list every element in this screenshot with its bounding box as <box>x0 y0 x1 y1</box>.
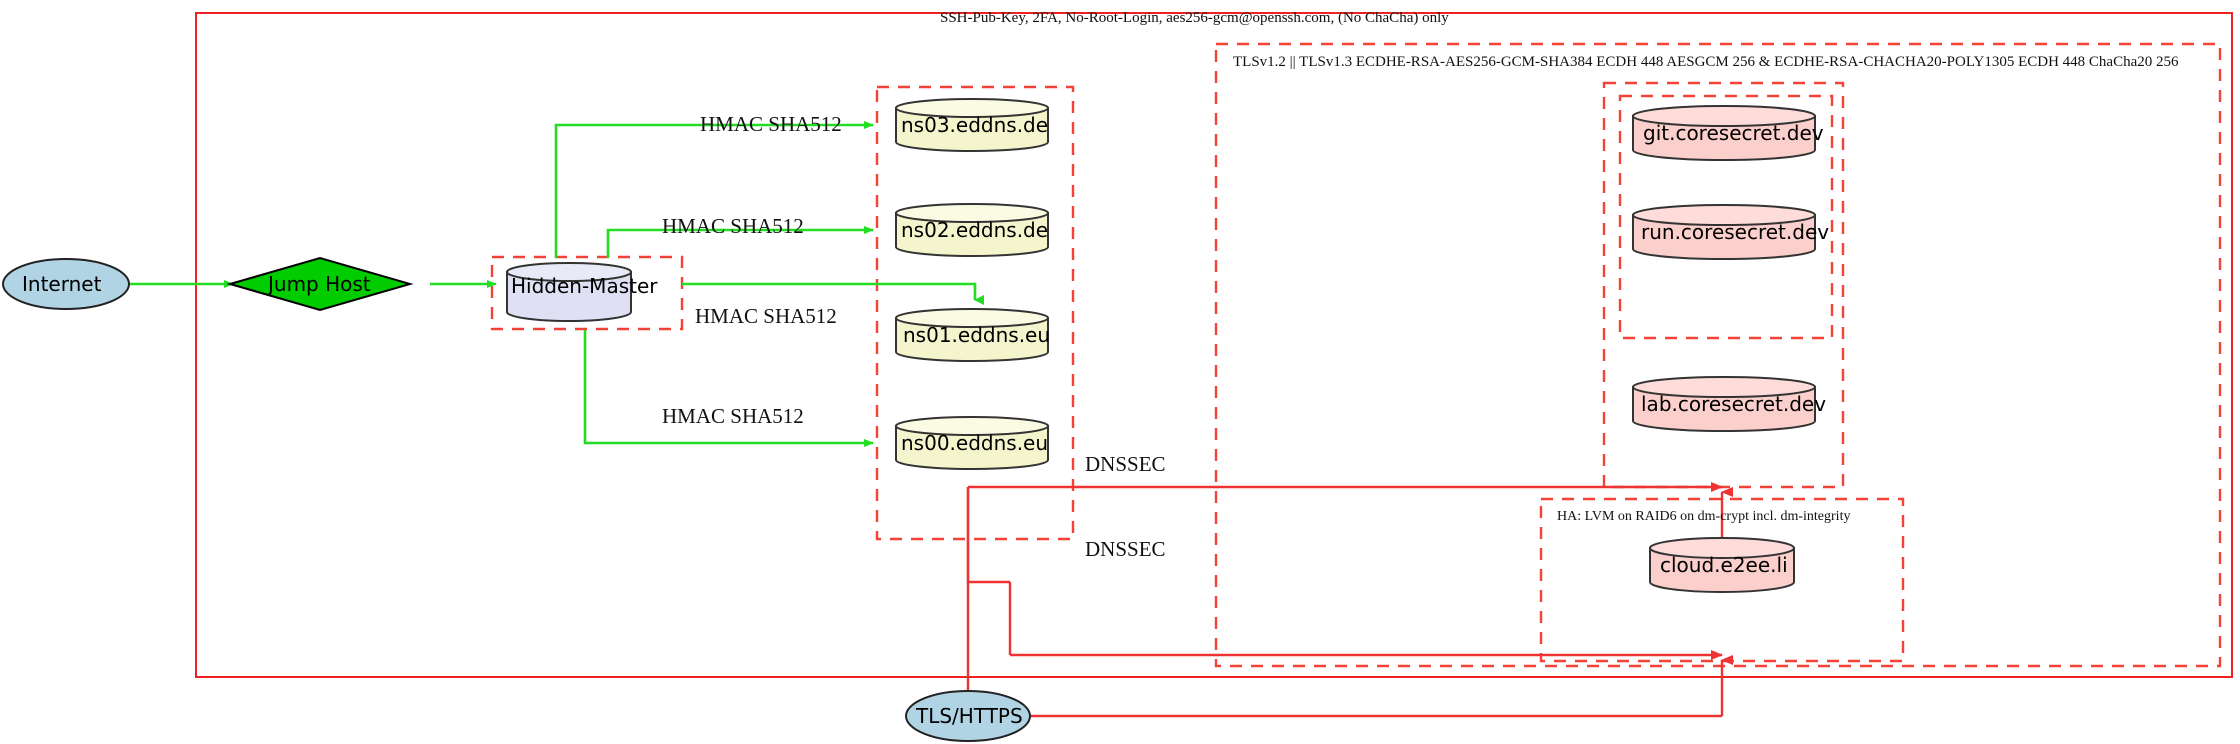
edge-label-dnssec-upper: DNSSEC <box>1085 452 1166 476</box>
node-internet-shape <box>2 258 130 310</box>
edge-label-hmac-ns00: HMAC SHA512 <box>662 404 804 428</box>
tls-boundary-rect <box>1214 42 2222 668</box>
edge-dnssec-services <box>966 487 1010 584</box>
node-tlshttps-shape <box>905 690 1031 742</box>
node-ns03-shape <box>895 98 1049 152</box>
node-jumphost-shape <box>226 256 414 312</box>
node-ns01-shape <box>895 308 1049 362</box>
coresecret-cluster-rect <box>1618 94 1834 340</box>
ssh-boundary-rect <box>195 12 2233 678</box>
edge-hm-ns03 <box>554 121 874 258</box>
edge-hm-ns02 <box>606 226 874 258</box>
edge-label-hmac-ns01: HMAC SHA512 <box>695 304 837 328</box>
nameserver-cluster-rect <box>875 85 1075 541</box>
edge-hm-ns00 <box>583 330 874 447</box>
node-lab-shape <box>1632 376 1816 432</box>
node-run-shape <box>1632 204 1816 260</box>
ha-boundary-label: HA: LVM on RAID6 on dm-crypt incl. dm-in… <box>1557 509 1851 524</box>
node-cloud-shape <box>1649 537 1795 593</box>
hidden-master-cluster-rect <box>490 255 684 331</box>
node-hiddenmaster-shape <box>506 262 632 322</box>
ssh-boundary-label: SSH-Pub-Key, 2FA, No-Root-Login, aes256-… <box>940 10 1449 26</box>
edge-label-hmac-ns02: HMAC SHA512 <box>662 214 804 238</box>
tls-boundary-label: TLSv1.2 || TLSv1.3 ECDHE-RSA-AES256-GCM-… <box>1233 54 2179 70</box>
node-ns00-shape <box>895 416 1049 470</box>
edge-label-dnssec-lower: DNSSEC <box>1085 537 1166 561</box>
node-ns02-shape <box>895 203 1049 257</box>
edge-hm-ns01 <box>682 282 984 305</box>
edge-label-hmac-ns03: HMAC SHA512 <box>700 112 842 136</box>
node-git-shape <box>1632 105 1816 161</box>
